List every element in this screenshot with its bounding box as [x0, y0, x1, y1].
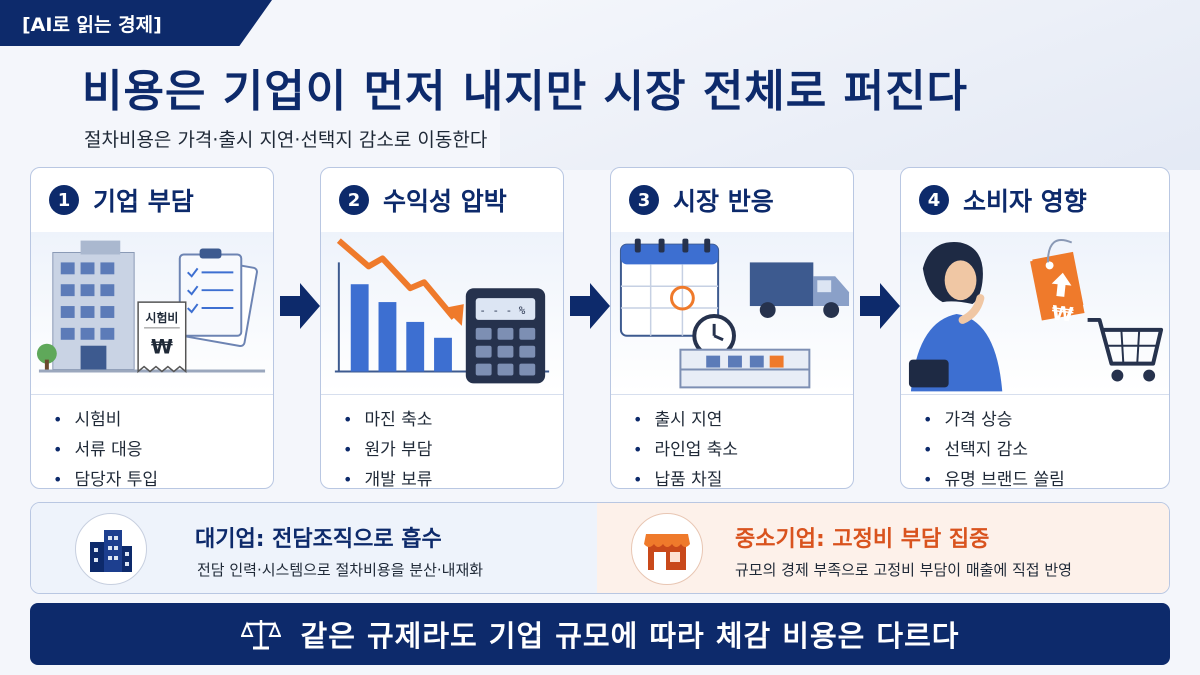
- background-decoration: [500, 0, 1200, 170]
- list-item: 유명 브랜드 쏠림: [923, 465, 1169, 488]
- small-company-panel: 중소기업: 고정비 부담 집중 규모의 경제 부족으로 고정비 부담이 매출에 …: [597, 503, 1169, 593]
- small-company-title: 중소기업: 고정비 부담 집중: [735, 527, 990, 552]
- step-number: 3: [629, 185, 659, 215]
- svg-text:₩: ₩: [1050, 302, 1074, 327]
- list-item: 출시 지연: [633, 405, 853, 435]
- small-company-desc: 규모의 경제 부족으로 고정비 부담이 매출에 직접 반영: [735, 561, 1072, 579]
- company-size-comparison: 대기업: 전담조직으로 흡수 전담 인력·시스템으로 절차비용을 분산·내재화 …: [30, 502, 1170, 594]
- list-item: 라인업 축소: [633, 435, 853, 465]
- category-tag: [AI로 읽는 경제]: [0, 0, 272, 46]
- storefront-icon: [631, 513, 703, 585]
- step-number: 2: [339, 185, 369, 215]
- building-document-icon: 시험비 ₩: [31, 232, 273, 392]
- page-subtitle: 절차비용은 가격·출시 지연·선택지 감소로 이동한다: [84, 129, 488, 151]
- conclusion-banner: 같은 규제라도 기업 규모에 따라 체감 비용은 다르다: [30, 603, 1170, 665]
- list-item: 개발 보류: [343, 465, 563, 488]
- list-item: 가격 상승: [923, 405, 1169, 435]
- list-item: 시험비: [53, 405, 273, 435]
- office-building-icon: [75, 513, 147, 585]
- list-item: 서류 대응: [53, 435, 273, 465]
- flow-arrow-icon: [860, 283, 900, 329]
- flow-arrow-icon: [570, 283, 610, 329]
- step-title: 수익성 압박: [383, 187, 507, 216]
- large-company-panel: 대기업: 전담조직으로 흡수 전담 인력·시스템으로 절차비용을 분산·내재화: [31, 503, 599, 593]
- step-number: 1: [49, 185, 79, 215]
- balance-scale-icon: [240, 620, 281, 650]
- page-title: 비용은 기업이 먼저 내지만 시장 전체로 퍼진다: [82, 66, 969, 117]
- calculator-display: - - - %: [479, 304, 525, 317]
- step-card-4: 4 소비자 영향 ₩ 가격 상승 선택지 감소: [900, 167, 1170, 489]
- large-company-desc: 전담 인력·시스템으로 절차비용을 분산·내재화: [197, 561, 484, 579]
- receipt-label: 시험비: [146, 311, 179, 325]
- list-item: 선택지 감소: [923, 435, 1169, 465]
- large-company-title: 대기업: 전담조직으로 흡수: [195, 527, 442, 552]
- svg-text:₩: ₩: [151, 336, 173, 359]
- step-card-3: 3 시장 반응: [610, 167, 854, 489]
- step-number: 4: [919, 185, 949, 215]
- conclusion-text: 같은 규제라도 기업 규모에 따라 체감 비용은 다르다: [300, 619, 960, 653]
- declining-chart-calculator-icon: - - - %: [321, 232, 563, 392]
- step-card-1: 1 기업 부담: [30, 167, 274, 489]
- list-item: 담당자 투입: [53, 465, 273, 488]
- calendar-truck-clock-icon: [611, 232, 853, 392]
- list-item: 납품 차질: [633, 465, 853, 488]
- step-card-2: 2 수익성 압박 - - - % 마진 축소 원가 부담 개발 보류: [320, 167, 564, 489]
- consumer-price-tag-cart-icon: ₩: [901, 232, 1169, 392]
- step-title: 시장 반응: [673, 187, 774, 216]
- flow-arrow-icon: [280, 283, 320, 329]
- step-title: 기업 부담: [93, 187, 194, 216]
- list-item: 마진 축소: [343, 405, 563, 435]
- step-title: 소비자 영향: [963, 187, 1087, 216]
- list-item: 원가 부담: [343, 435, 563, 465]
